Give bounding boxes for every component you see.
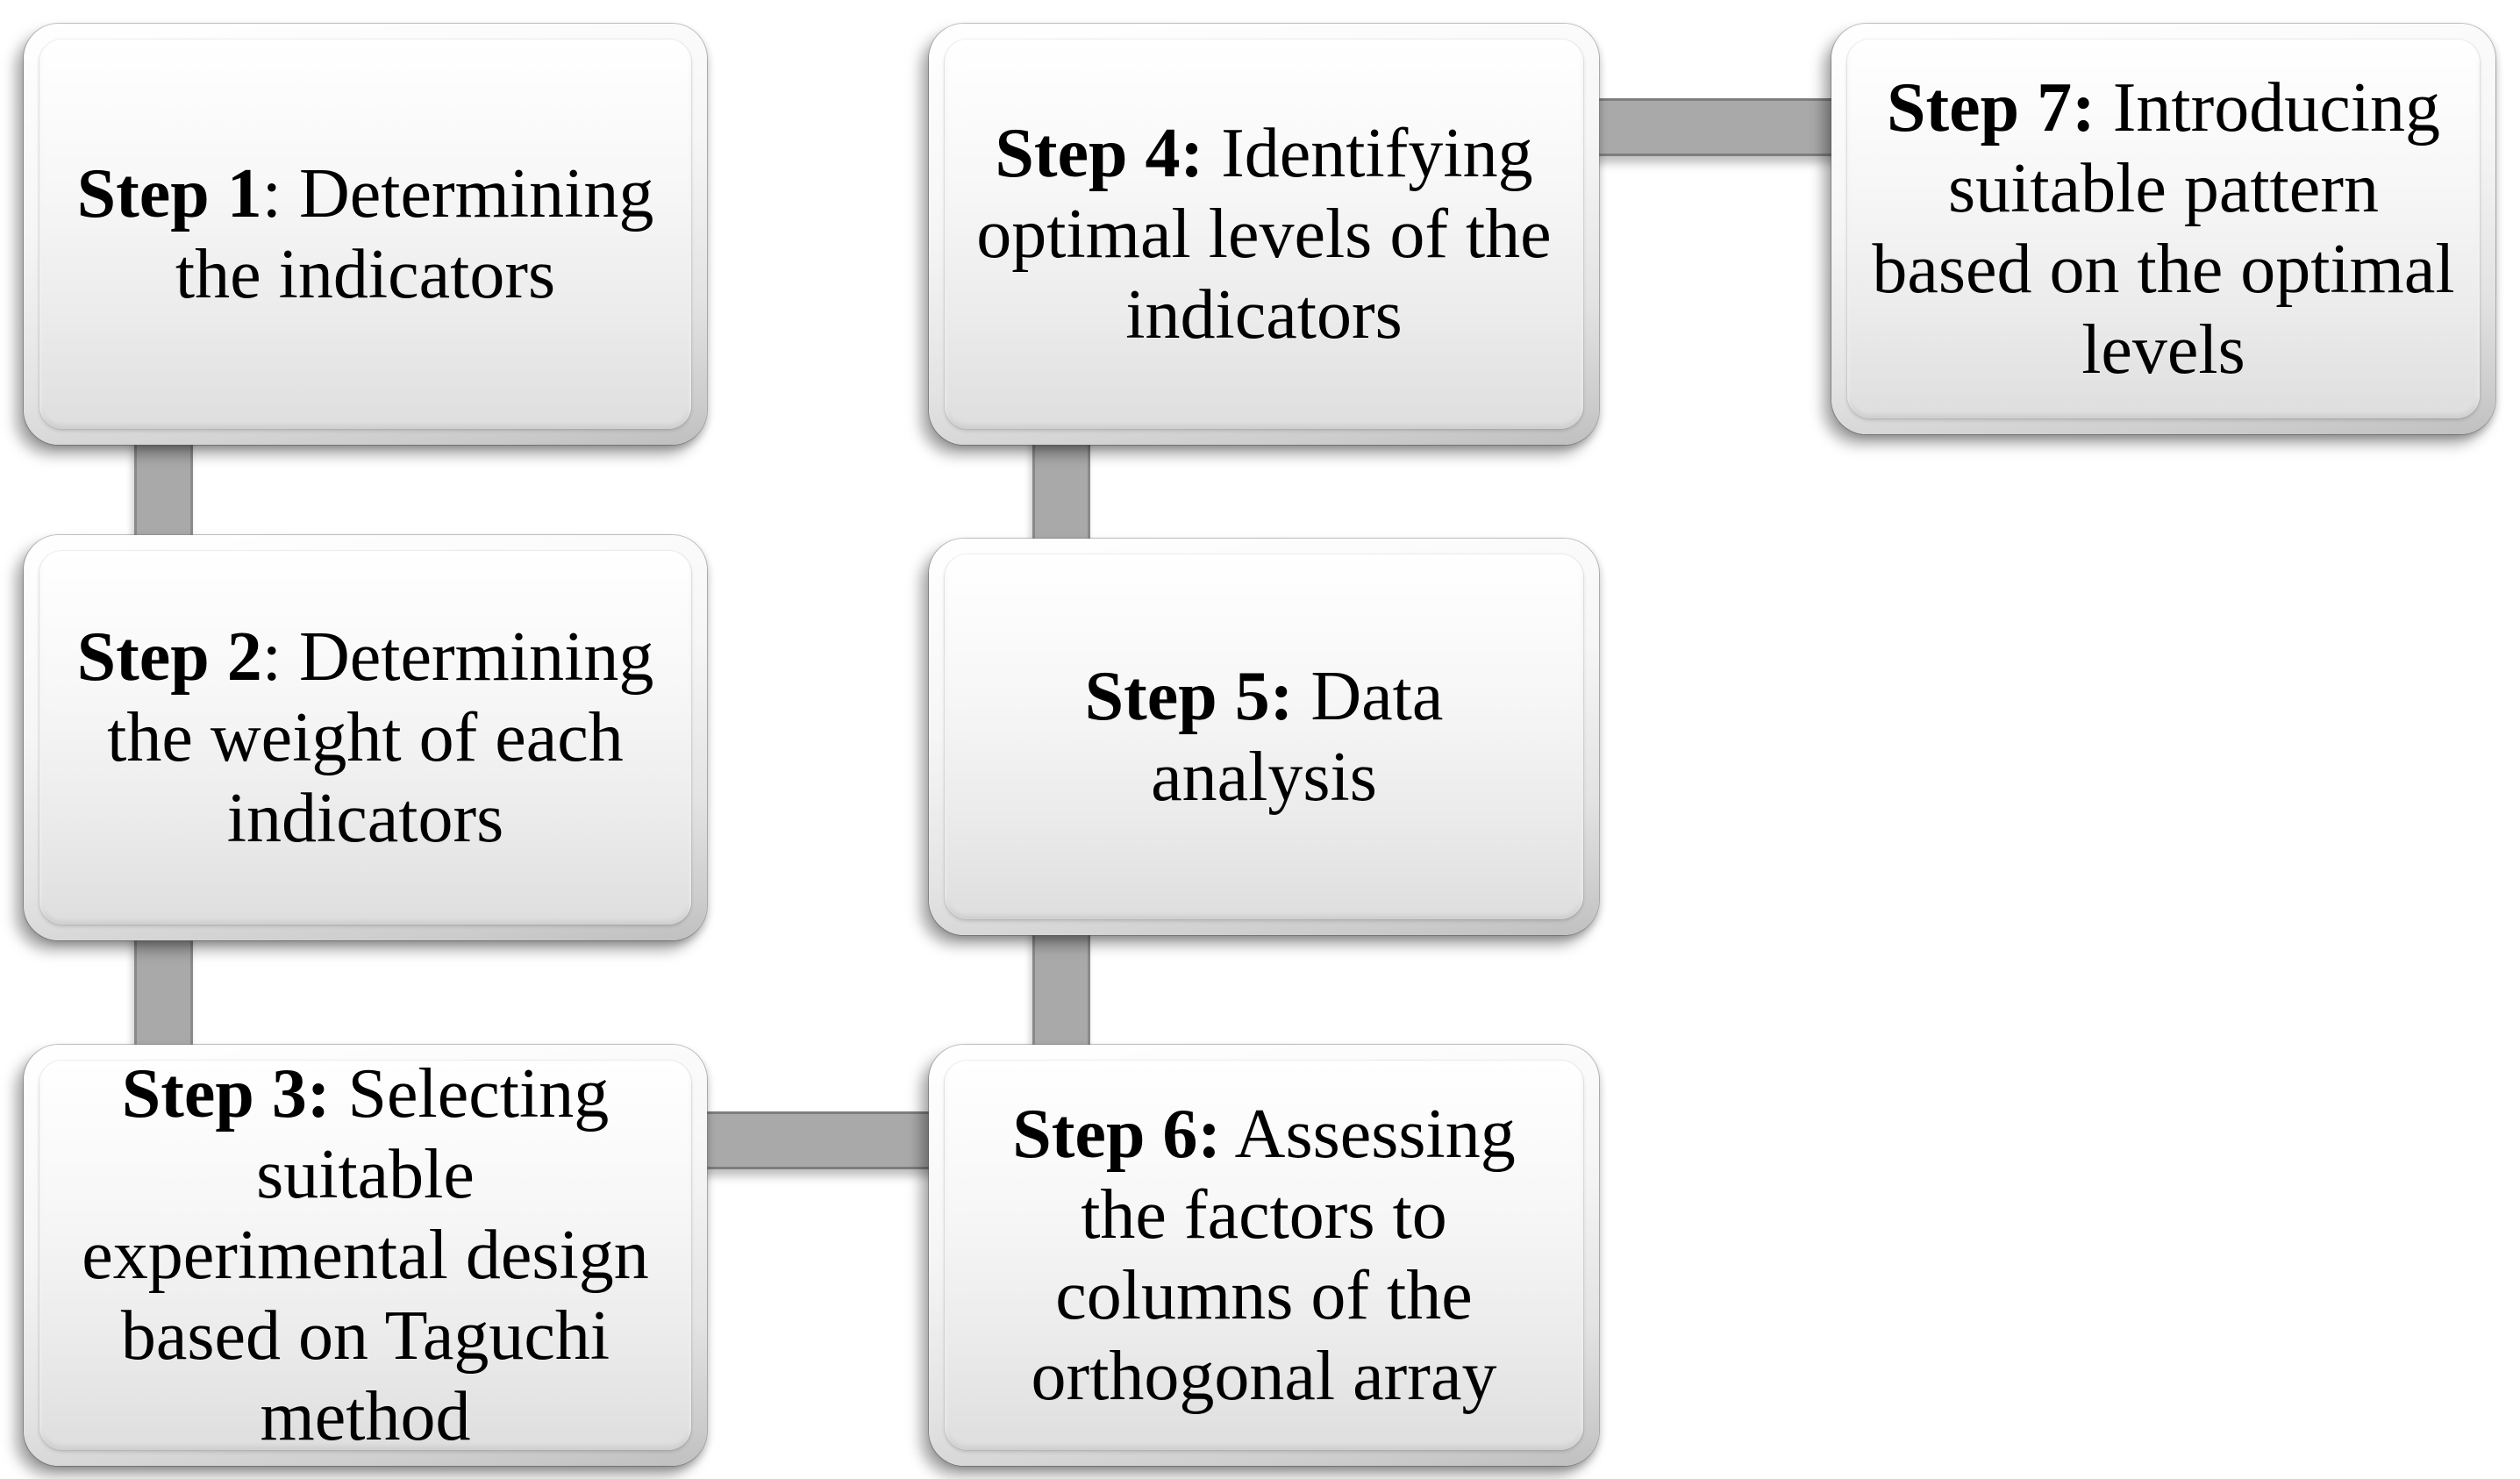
step-4-label: Step 4: Identifying optimal levels of th… — [936, 113, 1591, 355]
step-4-text: Identifying optimal levels of the indica… — [976, 115, 1552, 354]
step-2-box: Step 2: Determining the weight of each i… — [24, 535, 707, 940]
step-6-number: Step 6: — [1012, 1096, 1222, 1173]
step-3-label: Step 3: Selecting suitable experimental … — [41, 1054, 689, 1457]
step-3-number: Step 3: — [121, 1055, 331, 1132]
step-3-text: Selecting suitable experimental design b… — [82, 1055, 649, 1455]
step-3-box: Step 3: Selecting suitable experimental … — [24, 1045, 707, 1466]
step-7-number: Step 7: — [1886, 69, 2095, 146]
step-6-text: Assessing the factors to columns of the … — [1031, 1096, 1516, 1415]
step-1-text: : Determining the indicators — [175, 155, 654, 313]
step-2-number: Step 2 — [76, 618, 262, 696]
step-7-text: Introducing suitable pattern based on th… — [1872, 69, 2455, 389]
step-1-number: Step 1 — [76, 155, 262, 232]
step-5-number: Step 5: — [1084, 658, 1294, 735]
step-5-text: Data analysis — [1151, 658, 1444, 816]
step-4-box: Step 4: Identifying optimal levels of th… — [929, 24, 1599, 445]
step-6-label: Step 6: Assessing the factors to columns… — [972, 1094, 1555, 1417]
step-5-box: Step 5: Data analysis — [929, 539, 1599, 935]
step-1-box: Step 1: Determining the indicators — [24, 24, 707, 445]
step-7-box: Step 7: Introducing suitable pattern bas… — [1831, 24, 2495, 434]
step-1-label: Step 1: Determining the indicators — [37, 154, 695, 315]
connector-step4-step7 — [1579, 98, 1853, 156]
step-5-label: Step 5: Data analysis — [1045, 656, 1484, 818]
step-6-box: Step 6: Assessing the factors to columns… — [929, 1045, 1599, 1466]
step-4-number: Step 4: — [995, 115, 1204, 192]
connector-step5-step6 — [1032, 908, 1090, 1071]
step-2-label: Step 2: Determining the weight of each i… — [37, 617, 695, 859]
step-7-label: Step 7: Introducing suitable pattern bas… — [1831, 68, 2495, 390]
connector-step3-step6 — [684, 1111, 947, 1169]
step-2-text: : Determining the weight of each indicat… — [107, 618, 654, 857]
